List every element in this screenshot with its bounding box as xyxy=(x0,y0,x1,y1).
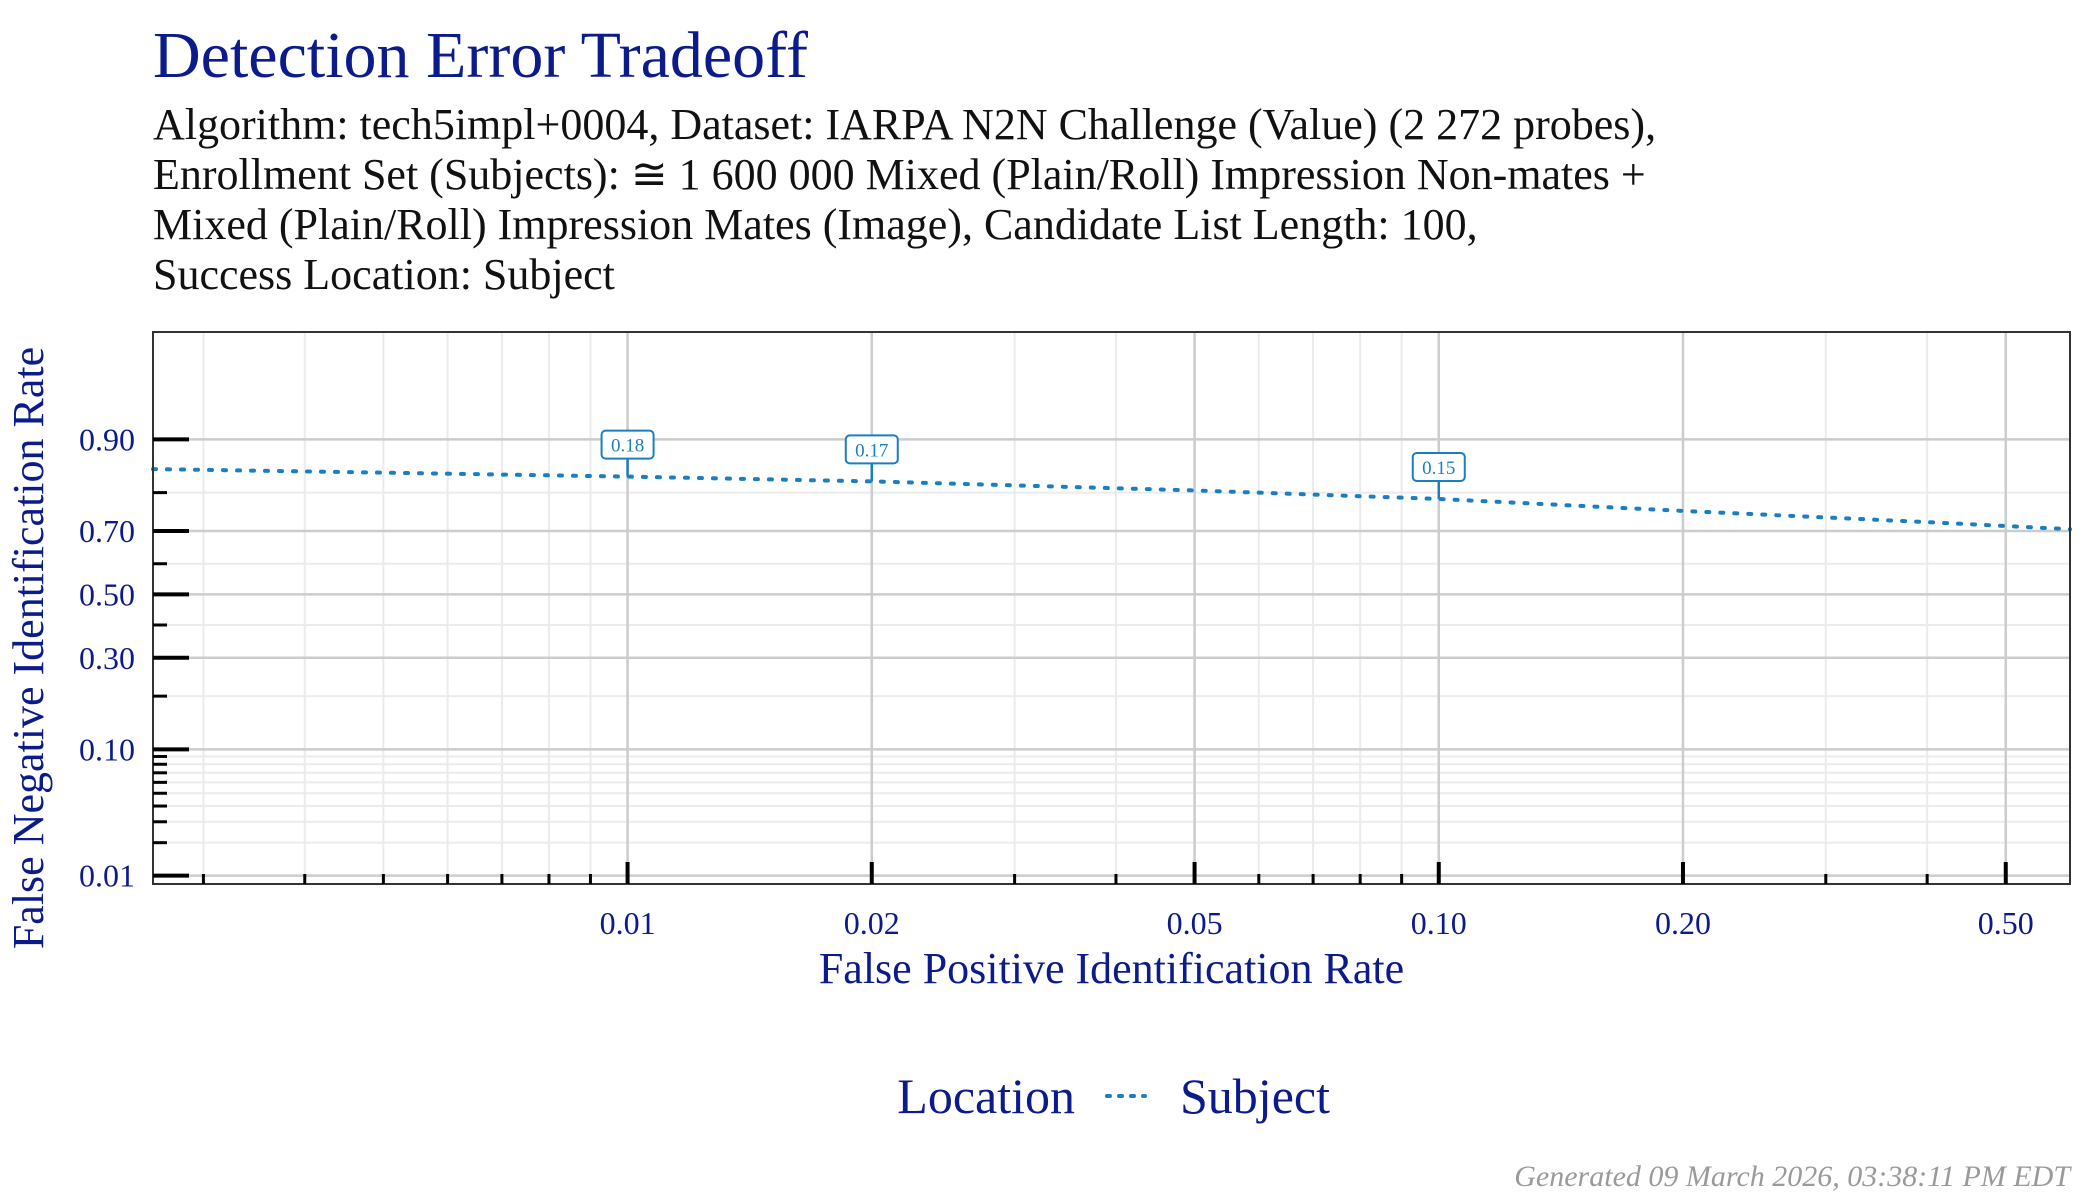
subtitle-line: Enrollment Set (Subjects): ≅ 1 600 000 M… xyxy=(153,150,1646,199)
y-tick-label: 0.90 xyxy=(79,421,135,457)
chart-title: Detection Error Tradeoff xyxy=(153,19,808,92)
series-line-subject xyxy=(151,467,2072,532)
y-tick-label: 0.50 xyxy=(79,576,135,612)
y-axis-label: False Negative Identification Rate xyxy=(4,347,53,949)
annotation-box xyxy=(600,429,655,460)
annotation-layer: 0.18 0.17 0.15 xyxy=(600,429,1466,499)
x-tick-label: 0.01 xyxy=(600,905,656,941)
annotation-label: 0.15 xyxy=(1422,458,1455,479)
annotation-label: 0.17 xyxy=(855,440,888,461)
y-tick-label: 0.70 xyxy=(79,513,135,549)
y-tick-label: 0.01 xyxy=(79,858,135,894)
subtitle-line: Success Location: Subject xyxy=(153,250,615,299)
series-layer xyxy=(151,467,2072,532)
generated-timestamp: Generated 09 March 2026, 03:38:11 PM EDT xyxy=(1514,1160,2070,1193)
legend-title: Location xyxy=(897,1068,1075,1124)
x-tick-label: 0.20 xyxy=(1655,905,1711,941)
x-tick-label: 0.02 xyxy=(844,905,900,941)
x-tick-label: 0.50 xyxy=(1978,905,2034,941)
subtitle-line: Algorithm: tech5impl+0004, Dataset: IARP… xyxy=(153,100,1657,149)
x-tick-label: 0.10 xyxy=(1411,905,1467,941)
annotation-label: 0.18 xyxy=(611,436,644,457)
annotation-box xyxy=(1411,451,1466,482)
annotation-box xyxy=(844,434,899,465)
legend: Location Subject xyxy=(897,1068,1330,1124)
legend-entry-subject: Subject xyxy=(1180,1068,1330,1124)
grid-lines xyxy=(153,332,2070,884)
axes: 0.01 0.02 0.05 0.10 0.20 0.50 0.01 0.10 0.30 0.50… xyxy=(79,421,2034,941)
x-axis-label: False Positive Identification Rate xyxy=(819,944,1404,993)
y-tick-label: 0.30 xyxy=(79,640,135,676)
x-tick-label: 0.05 xyxy=(1167,905,1223,941)
y-tick-label: 0.10 xyxy=(79,731,135,767)
plot-frame xyxy=(152,331,2071,885)
subtitle-line: Mixed (Plain/Roll) Impression Mates (Ima… xyxy=(153,200,1478,249)
chart-subtitle: Algorithm: tech5impl+0004, Dataset: IARP… xyxy=(153,100,1656,300)
